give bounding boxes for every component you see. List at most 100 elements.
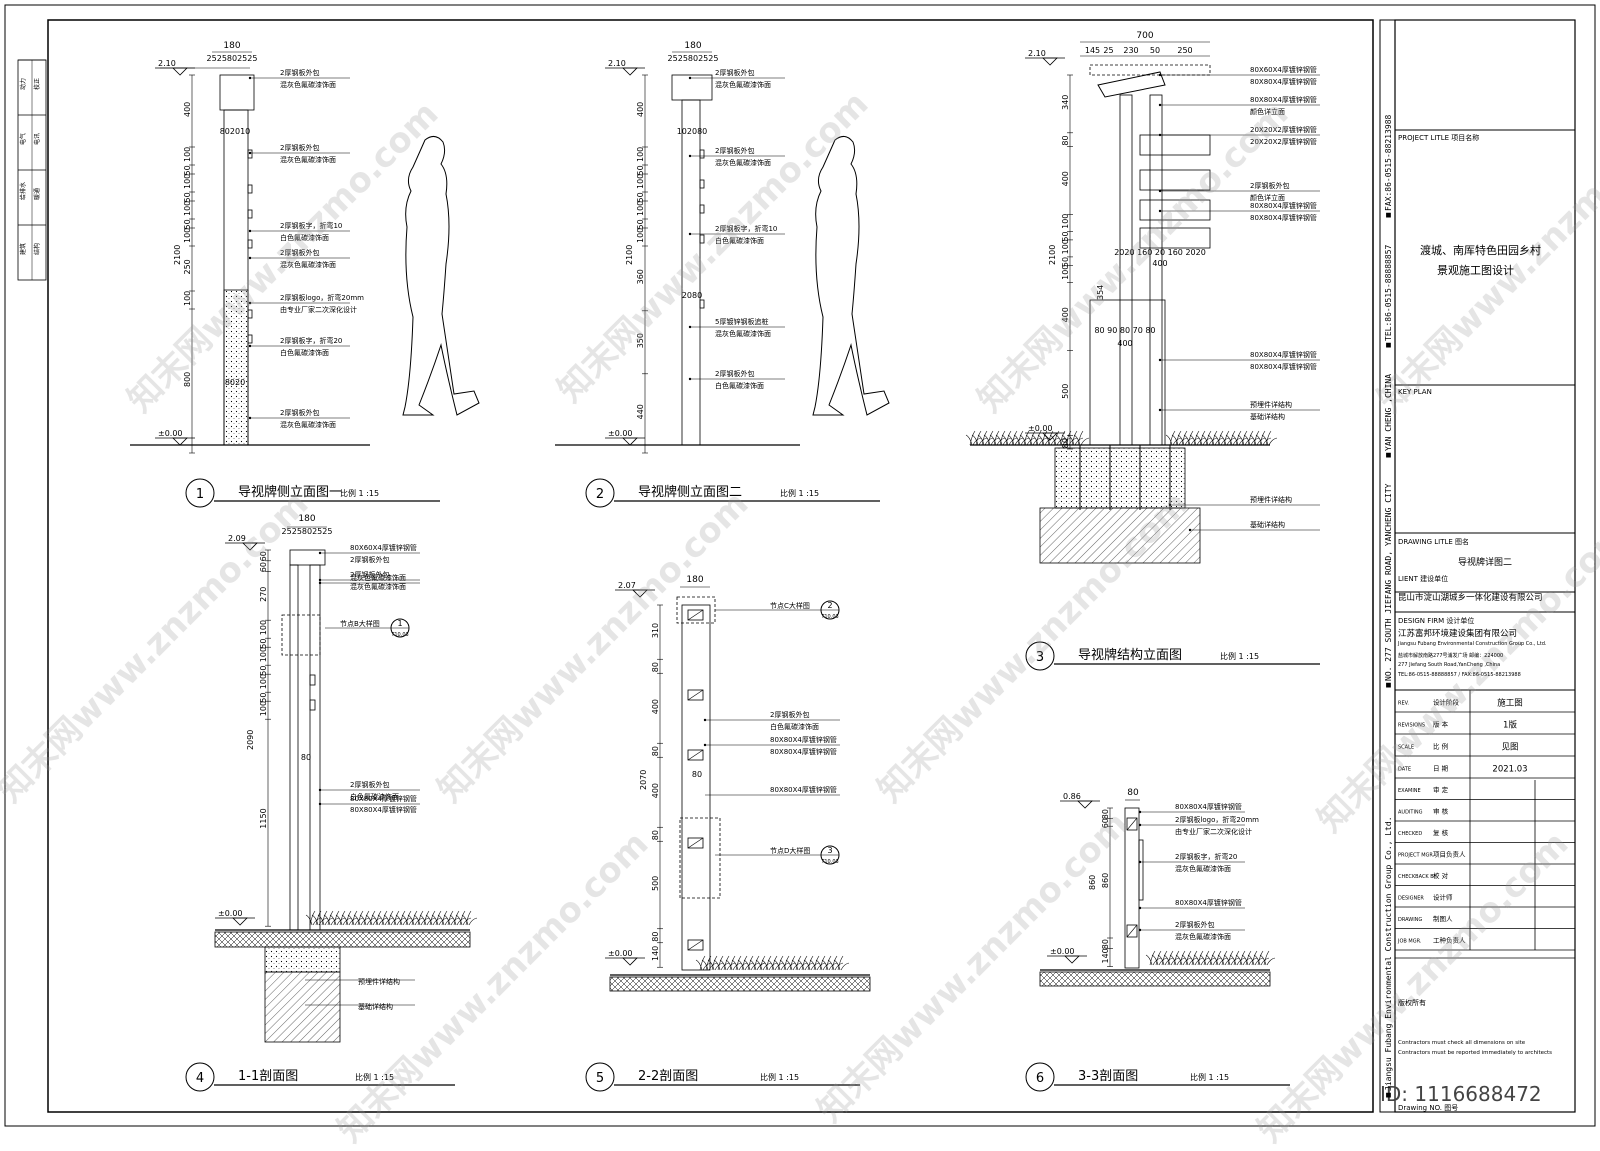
- foundation-lower: [1039, 507, 1201, 564]
- tb-row-cn: 日 期: [1433, 764, 1449, 772]
- strip-label: 电讯: [33, 133, 41, 145]
- width-part: 250: [1177, 46, 1192, 55]
- dim-value: 860: [1101, 873, 1110, 888]
- leader-dot: [688, 76, 692, 80]
- post-body: [681, 99, 701, 446]
- copyright-line1: Contractors must check all dimensions on…: [1398, 1040, 1526, 1046]
- section-mark: [687, 939, 704, 951]
- elevation-label: 2.09: [228, 534, 246, 543]
- note-text: 白色氟碳漆饰面: [280, 233, 329, 242]
- lower-panel: [1089, 299, 1166, 446]
- leader-dot: [248, 344, 252, 348]
- note-text: 混灰色氟碳漆饰面: [350, 573, 406, 582]
- leader-dot: [688, 325, 692, 329]
- note-text: 20X20X2厚镀锌钢管: [1250, 125, 1317, 134]
- leader-dot: [1158, 133, 1162, 137]
- sign-letter-plate: [699, 234, 705, 244]
- dim-inner: 400: [1152, 259, 1167, 268]
- elevation-label: 0.86: [1063, 792, 1081, 801]
- elevation-label: ±0.00: [1028, 424, 1053, 433]
- width-parts: 2525802525: [668, 54, 719, 63]
- grass-symbol: [1261, 430, 1278, 446]
- drawing-scale: 比例 1 :15: [1220, 651, 1259, 661]
- note-text: 2厚钢板外包: [350, 570, 389, 579]
- paving-layer: [609, 976, 871, 992]
- note-text: 2厚钢板字，折弯10: [715, 224, 777, 233]
- tb-row-en: EXAMINE: [1398, 788, 1421, 794]
- strip-label: 电气: [19, 133, 27, 145]
- dim-value: 500: [651, 876, 660, 891]
- sign-cap: [219, 74, 255, 111]
- note-text: 白色氟碳漆饰面: [715, 381, 764, 390]
- elevation-marker: [232, 917, 248, 926]
- leader-dot: [1158, 73, 1162, 77]
- dim-value: 100: [636, 174, 645, 189]
- elevation-label: 2.10: [1028, 49, 1046, 58]
- tb-row-en: REVISIONS: [1398, 722, 1425, 728]
- note-text: 2厚钢板字，折弯20: [280, 336, 342, 345]
- drawings-layer: 2.10±0.001802525802525400100501005010050…: [130, 31, 1320, 1092]
- note-text: 混灰色氟碳漆饰面: [350, 582, 406, 591]
- width-total: 700: [1136, 31, 1153, 41]
- leader-dot: [248, 229, 252, 233]
- leader-dot: [248, 76, 252, 80]
- note-text: 由专业厂家二次深化设计: [1175, 827, 1252, 836]
- dim-small: 102080: [677, 127, 708, 136]
- grass-symbol: [1165, 430, 1182, 446]
- note-text: 80X60X4厚镀锌钢管: [1250, 65, 1317, 74]
- drawing-scale: 比例 1 :15: [1190, 1072, 1229, 1082]
- dim-total: 860: [1088, 875, 1097, 890]
- leader-dot: [1158, 358, 1162, 362]
- dim-small: 2080: [682, 291, 702, 300]
- tb-row-value: 2021.03: [1492, 764, 1527, 774]
- dim-value: 100: [183, 174, 192, 189]
- note-text: 2厚钢板字，折弯10: [280, 221, 342, 230]
- steel-tube-section: [687, 609, 704, 621]
- leader-dot: [1138, 928, 1142, 932]
- leader-dot: [248, 256, 252, 260]
- elevation-marker: [622, 67, 638, 76]
- note-text: 2厚钢板外包: [280, 408, 319, 417]
- dim-value: 100: [636, 201, 645, 216]
- note-text: 80X80X4厚镀锌钢管: [1250, 350, 1317, 359]
- dim-value: 80: [1061, 438, 1070, 448]
- tb-row-value: 1版: [1503, 719, 1517, 730]
- tb-row-value: 见图: [1501, 742, 1518, 752]
- dim-value: 100: [636, 228, 645, 243]
- detail-d-boundary: [679, 817, 721, 899]
- dim-value: 140: [1101, 948, 1110, 963]
- leader-dot: [318, 581, 322, 585]
- dim-value: 50: [636, 192, 645, 202]
- copyright-line2: Contractors must be reported immediately…: [1398, 1050, 1553, 1056]
- steel-tube-section: [1126, 817, 1138, 831]
- note-text: 基础详结构: [1250, 520, 1285, 529]
- drawing-no-label: Drawing NO. 图号: [1398, 1104, 1459, 1112]
- sign-panel: [1139, 227, 1211, 249]
- leader-dot: [688, 232, 692, 236]
- grass-symbol: [1259, 950, 1276, 966]
- note-text: 2厚钢板字，折弯20: [1175, 852, 1237, 861]
- note-text: 80X80X4厚镀锌钢管: [770, 747, 837, 756]
- note-text: 80X80X4厚镀锌钢管: [1175, 898, 1242, 907]
- elevation-label: ±0.00: [1050, 947, 1075, 956]
- note-text: 由专业厂家二次深化设计: [280, 305, 357, 314]
- tb-row-en: JOB MGR.: [1397, 938, 1422, 944]
- foundation-upper: [264, 946, 341, 973]
- tb-row-cn: 比 例: [1433, 741, 1448, 750]
- elevation-label: ±0.00: [158, 429, 183, 438]
- drawing-title: 导视牌详图二: [1458, 558, 1513, 568]
- dim-value: 100: [259, 701, 268, 716]
- width-total: 180: [298, 514, 315, 524]
- dim-value: 400: [1061, 307, 1070, 322]
- leader-dot: [248, 416, 252, 420]
- dim-value: 50: [636, 165, 645, 175]
- dim-value: 100: [1061, 214, 1070, 229]
- dim-total: 2100: [1048, 245, 1057, 265]
- dim-value: 100: [183, 228, 192, 243]
- drawing-1: 2.10±0.001802525802525400100501005010050…: [130, 41, 480, 508]
- dim-value: 80: [651, 830, 660, 840]
- strip-label: 动力: [19, 78, 27, 90]
- grass-symbol: [1145, 950, 1162, 966]
- note-text: 白色氟碳漆饰面: [350, 792, 399, 801]
- drawing-number: 4: [196, 1071, 204, 1086]
